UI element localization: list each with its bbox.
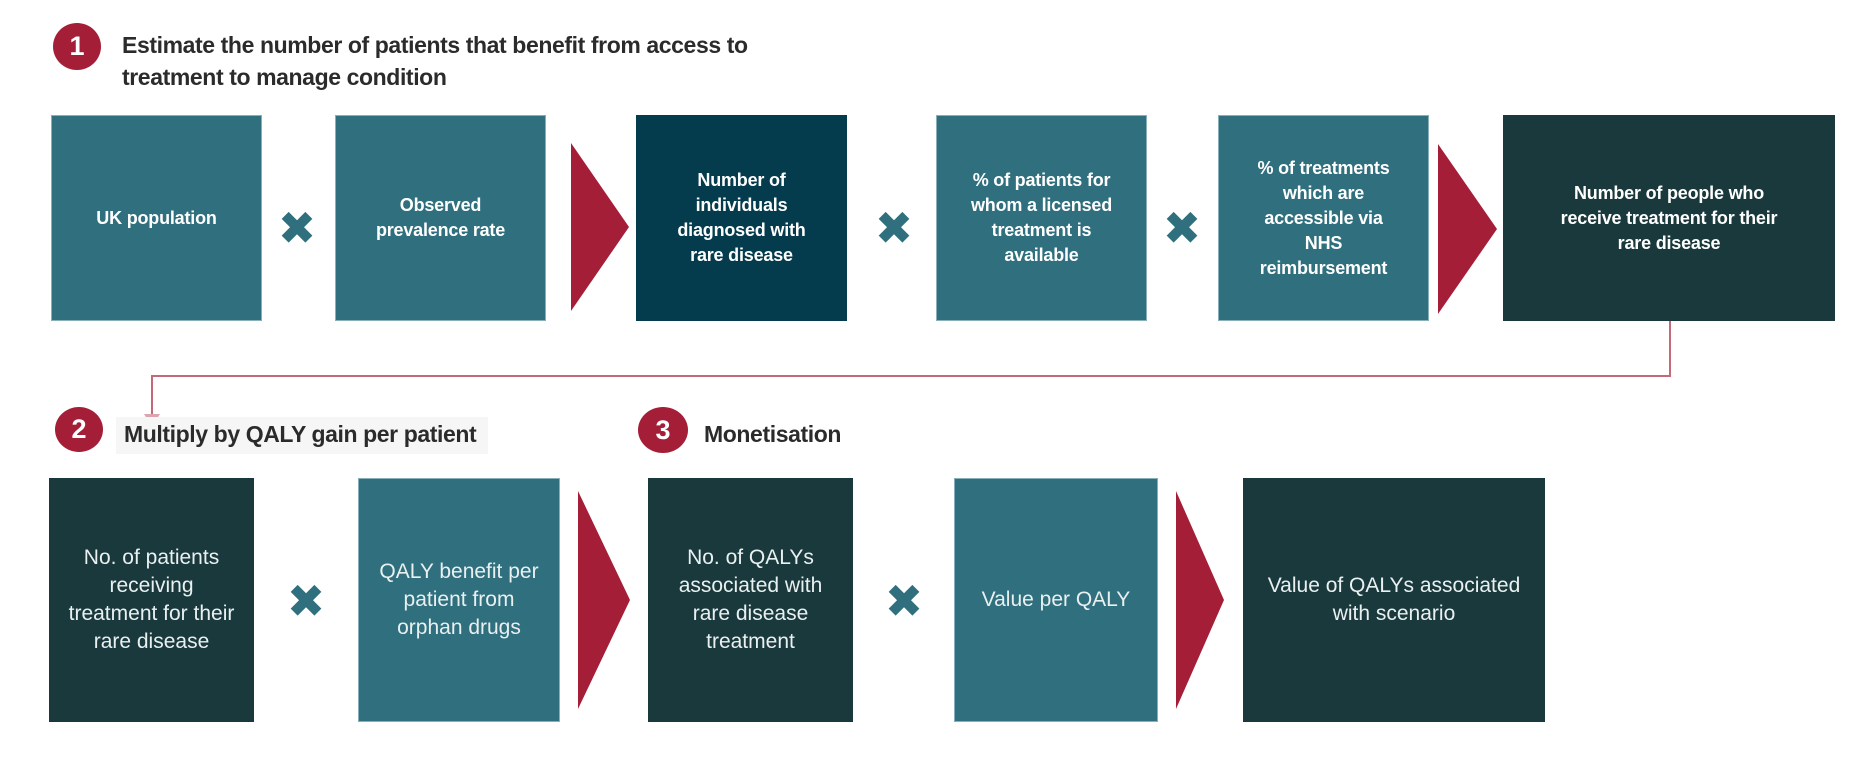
box-pct-licensed-treatment-label: % of patients for whom a licensed treatm… bbox=[970, 170, 1113, 265]
box-patients-receiving-treatment: No. of patients receiving treatment for … bbox=[49, 478, 254, 722]
connector-line-horizontal bbox=[151, 375, 1671, 377]
multiply-icon: ✖ bbox=[277, 202, 317, 254]
multiply-icon: ✖ bbox=[884, 575, 924, 627]
step-1-badge: 1 bbox=[53, 23, 101, 70]
step-2-title: Multiply by QALY gain per patient bbox=[116, 417, 489, 454]
box-value-per-qaly-label: Value per QALY bbox=[981, 588, 1131, 611]
box-individuals-diagnosed: Number of individuals diagnosed with rar… bbox=[636, 115, 847, 321]
box-qaly-benefit-per-patient: QALY benefit per patient from orphan dru… bbox=[358, 478, 560, 722]
multiply-icon: ✖ bbox=[286, 575, 326, 627]
box-people-receiving-treatment-label: Number of people who receive treatment f… bbox=[1560, 182, 1778, 253]
result-arrow-icon bbox=[1438, 144, 1497, 314]
box-observed-prevalence-rate: Observed prevalence rate bbox=[335, 115, 546, 321]
box-qaly-benefit-per-patient-label: QALY benefit per patient from orphan dru… bbox=[379, 560, 539, 639]
box-value-per-qaly: Value per QALY bbox=[954, 478, 1158, 722]
result-arrow-icon bbox=[578, 491, 630, 709]
box-value-of-qalys-scenario-label: Value of QALYs associated with scenario bbox=[1267, 574, 1521, 625]
box-uk-population-label: UK population bbox=[96, 207, 217, 228]
step-3-badge: 3 bbox=[638, 407, 688, 453]
box-observed-prevalence-rate-label: Observed prevalence rate bbox=[375, 195, 506, 240]
step-2-number: 2 bbox=[71, 414, 87, 444]
box-value-of-qalys-scenario: Value of QALYs associated with scenario bbox=[1243, 478, 1545, 722]
result-arrow-icon bbox=[1176, 491, 1224, 709]
box-qalys-associated-treatment: No. of QALYs associated with rare diseas… bbox=[648, 478, 853, 722]
box-patients-receiving-treatment-label: No. of patients receiving treatment for … bbox=[68, 546, 235, 653]
step-1-number: 1 bbox=[69, 31, 85, 61]
box-qalys-associated-treatment-label: No. of QALYs associated with rare diseas… bbox=[678, 546, 823, 653]
step-1-title: Estimate the number of patients that ben… bbox=[122, 32, 748, 90]
box-individuals-diagnosed-label: Number of individuals diagnosed with rar… bbox=[677, 170, 806, 265]
box-uk-population: UK population bbox=[51, 115, 262, 321]
box-pct-nhs-reimbursement-label: % of treatments which are accessible via… bbox=[1257, 157, 1390, 278]
box-pct-licensed-treatment: % of patients for whom a licensed treatm… bbox=[936, 115, 1147, 321]
box-people-receiving-treatment: Number of people who receive treatment f… bbox=[1503, 115, 1835, 321]
multiply-icon: ✖ bbox=[1162, 202, 1202, 254]
step-2-badge: 2 bbox=[55, 407, 103, 452]
step-3-number: 3 bbox=[655, 414, 671, 445]
multiply-icon: ✖ bbox=[874, 202, 914, 254]
step-3-title: Monetisation bbox=[704, 421, 842, 447]
connector-line-vertical-end bbox=[151, 375, 153, 416]
connector-line-vertical-start bbox=[1669, 321, 1671, 377]
result-arrow-icon bbox=[571, 143, 629, 311]
box-pct-nhs-reimbursement: % of treatments which are accessible via… bbox=[1218, 115, 1429, 321]
